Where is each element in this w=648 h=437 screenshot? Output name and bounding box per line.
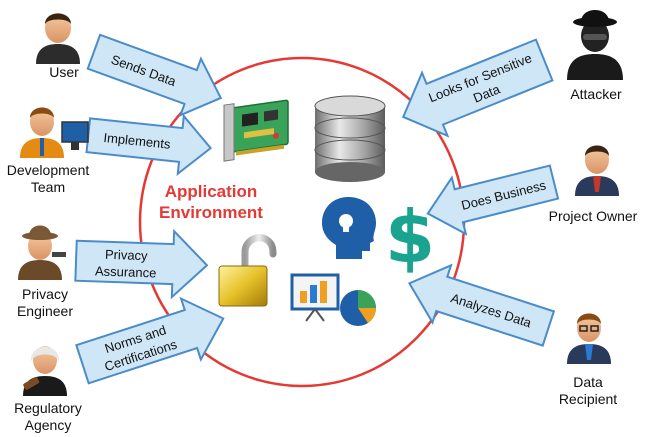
arrow-label-assurance: Assurance	[95, 263, 157, 280]
arrow-label-privacy: Privacy	[105, 247, 149, 263]
arrow-does-business: Does Business	[426, 164, 560, 236]
arrow-norms-certifications: Norms and Certifications	[75, 296, 225, 385]
data-recipient-avatar-icon	[567, 313, 611, 364]
dollar-icon: $	[385, 195, 435, 279]
arrow-label-implements: Implements	[103, 130, 172, 152]
application-environment-title: Application Environment	[159, 182, 263, 222]
arrow-privacy-assurance: Privacy Assurance	[74, 228, 209, 300]
pie-chart-icon	[340, 290, 377, 326]
detective-avatar-icon	[18, 225, 66, 280]
arrow-sends-data: Sends Data	[86, 33, 223, 118]
developer-avatar-icon	[20, 107, 89, 158]
judge-avatar-icon	[23, 346, 67, 396]
arrow-implements: Implements	[85, 113, 213, 177]
actor-label-data-recipient: Data Recipient	[558, 374, 618, 407]
presentation-board-icon	[290, 273, 340, 322]
actor-label-user: User	[49, 64, 79, 80]
project-owner-avatar-icon	[575, 145, 619, 196]
actor-label-project-owner: Project Owner	[548, 208, 638, 224]
arrow-looks-for-sensitive-data: Looks for Sensitive Data	[401, 38, 554, 138]
database-icon	[314, 95, 386, 182]
idea-head-icon	[322, 197, 376, 259]
padlock-icon	[218, 234, 277, 307]
actor-label-privacy-engineer: Privacy Engineer	[16, 286, 74, 319]
user-avatar-icon	[36, 13, 80, 64]
actor-label-attacker: Attacker	[570, 86, 622, 102]
attacker-avatar-icon	[567, 10, 623, 80]
circuit-board-icon	[223, 99, 289, 162]
actor-label-development-team: Development Team	[6, 162, 90, 195]
actor-label-regulatory-agency: Regulatory Agency	[14, 400, 82, 433]
